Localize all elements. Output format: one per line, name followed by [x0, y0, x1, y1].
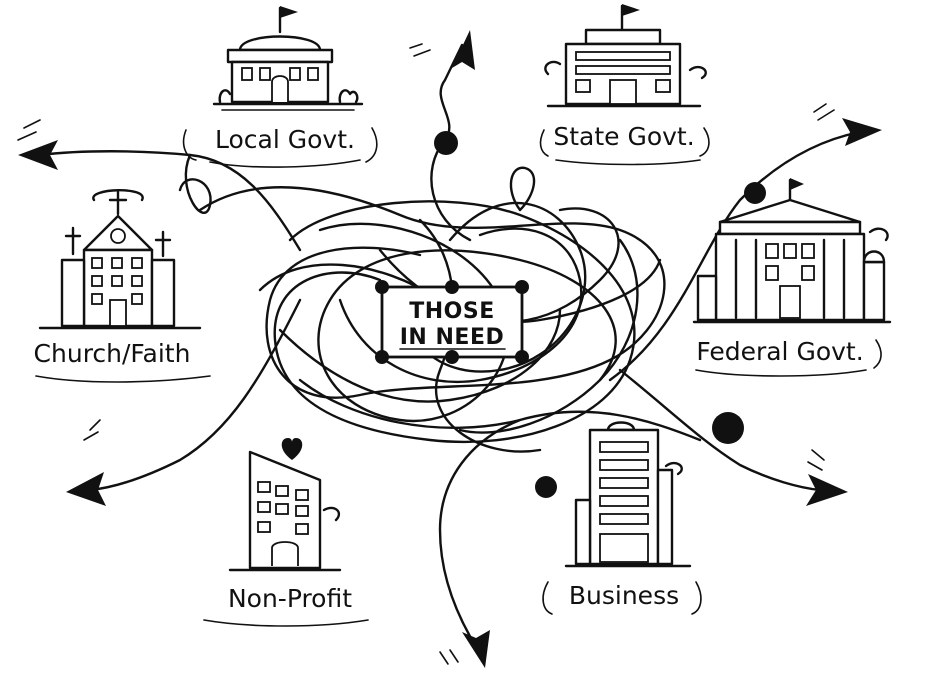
office-tower-icon — [564, 421, 692, 568]
arrow-bottom-center — [438, 418, 557, 668]
decorative-strokes — [17, 43, 835, 665]
node-local-govt: Local Govt. — [182, 6, 378, 168]
arrow-bottom-right — [618, 368, 848, 506]
center-label-line2: IN NEED — [400, 325, 505, 350]
state-building-icon — [544, 4, 707, 108]
arrow-bottom-left — [66, 298, 302, 506]
node-business: Business — [542, 421, 702, 615]
label-business: Business — [569, 581, 679, 610]
label-state-govt: State Govt. — [553, 122, 694, 151]
capitol-building-icon — [692, 178, 892, 324]
arrow-top-right — [608, 118, 882, 382]
domed-hall-icon — [212, 6, 364, 111]
node-state-govt: State Govt. — [539, 4, 710, 166]
node-church-faith: Church/Faith — [34, 189, 211, 383]
arrow-up-center — [430, 30, 475, 242]
center-label-line1: THOSE — [409, 299, 495, 324]
node-federal-govt: Federal Govt. — [692, 178, 892, 377]
node-non-profit: Non-Profit — [203, 438, 369, 627]
heart-building-icon — [228, 438, 342, 572]
loop-squiggle — [509, 166, 536, 212]
label-local-govt: Local Govt. — [215, 125, 355, 154]
center-node: THOSE IN NEED — [375, 280, 529, 364]
label-non-profit: Non-Profit — [228, 584, 352, 613]
arrow-top-left — [18, 140, 302, 252]
label-federal-govt: Federal Govt. — [696, 337, 863, 366]
church-icon — [38, 189, 202, 330]
label-church-faith: Church/Faith — [34, 339, 191, 368]
